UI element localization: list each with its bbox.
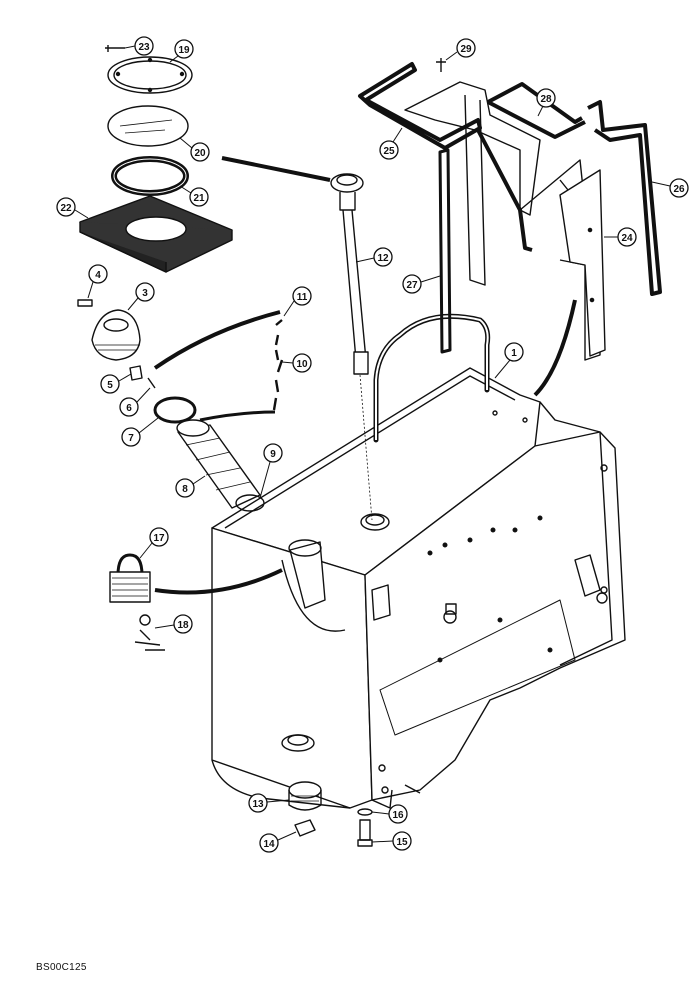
padlock-17: [109, 553, 151, 603]
callout-text: 8: [182, 484, 188, 495]
callout-text: 1: [511, 348, 517, 359]
callout-text: 7: [128, 433, 134, 444]
callout-text: 21: [193, 193, 205, 204]
dipstick: [330, 173, 373, 521]
chain-10: [272, 319, 284, 411]
hydraulic-tank: [211, 313, 626, 809]
callout-text: 11: [297, 292, 308, 303]
callout-8: 8: [175, 475, 206, 498]
callout-13: 13: [248, 793, 290, 813]
callouts: 23 19 20 21 22 4 3 5 6 7 8 9 10 11 12 17…: [56, 36, 689, 853]
clamp-9: [235, 494, 265, 512]
callout-19: 19: [169, 39, 194, 63]
callout-text: 29: [460, 44, 472, 55]
callout-14: 14: [259, 831, 297, 853]
screw-29: [436, 58, 446, 72]
callout-text: 26: [673, 184, 685, 195]
figure-code: BS00C125: [36, 962, 87, 973]
callout-25: 25: [379, 127, 403, 160]
cover-plate-20: [107, 105, 189, 147]
seal-strip-27: [438, 148, 452, 354]
callout-text: 3: [142, 288, 148, 299]
callout-text: 9: [270, 449, 276, 460]
callout-23: 23: [124, 36, 154, 56]
callout-text: 13: [252, 799, 264, 810]
callout-4: 4: [87, 264, 108, 299]
callout-text: 23: [138, 42, 150, 53]
callout-text: 27: [406, 280, 418, 291]
callout-28: 28: [536, 88, 556, 117]
bolt-15: [357, 819, 373, 847]
callout-21: 21: [179, 185, 209, 207]
callout-17: 17: [139, 527, 169, 559]
gasket-19: [107, 56, 193, 94]
screw-23: [105, 45, 125, 52]
callout-text: 19: [178, 45, 190, 56]
callout-16: 16: [371, 804, 408, 824]
ring-21: [111, 156, 189, 196]
callout-text: 24: [621, 233, 633, 244]
callout-9: 9: [259, 443, 283, 499]
callout-text: 17: [153, 533, 165, 544]
callout-29: 29: [445, 38, 476, 61]
callout-1: 1: [494, 342, 524, 379]
callout-text: 6: [126, 403, 132, 414]
callout-7: 7: [121, 417, 159, 447]
plate-24: [559, 169, 606, 357]
seal-strip-26: [587, 100, 662, 296]
callout-12: 12: [355, 247, 393, 267]
strainer-8: [176, 419, 261, 509]
callout-10: 10: [281, 353, 312, 373]
callout-text: 5: [107, 380, 113, 391]
callout-5: 5: [100, 373, 132, 394]
callout-3: 3: [127, 282, 155, 311]
callout-6: 6: [119, 387, 151, 417]
callout-text: 4: [95, 270, 101, 281]
magnet-14: [294, 819, 316, 837]
breather-assembly: [77, 299, 197, 424]
callout-text: 25: [383, 146, 395, 157]
callout-text: 18: [177, 620, 189, 631]
callout-text: 22: [60, 203, 72, 214]
callout-22: 22: [56, 197, 89, 219]
callout-27: 27: [402, 274, 441, 294]
callout-text: 28: [540, 94, 552, 105]
callout-18: 18: [154, 614, 193, 634]
seal-strip-25: [358, 62, 482, 150]
callout-20: 20: [179, 137, 210, 162]
key-18: [134, 614, 165, 651]
washer-16: [357, 808, 373, 816]
callout-11: 11: [283, 286, 312, 317]
callout-24: 24: [604, 227, 637, 247]
callout-26: 26: [651, 178, 689, 198]
callout-15: 15: [371, 831, 412, 851]
callout-text: 20: [194, 148, 206, 159]
callout-text: 10: [296, 359, 308, 370]
callout-text: 14: [263, 839, 275, 850]
gasket-block-22: [79, 195, 233, 273]
callout-text: 15: [396, 837, 408, 848]
callout-text: 16: [392, 810, 404, 821]
callout-text: 12: [377, 253, 389, 264]
drain-plug-13: [288, 781, 322, 811]
